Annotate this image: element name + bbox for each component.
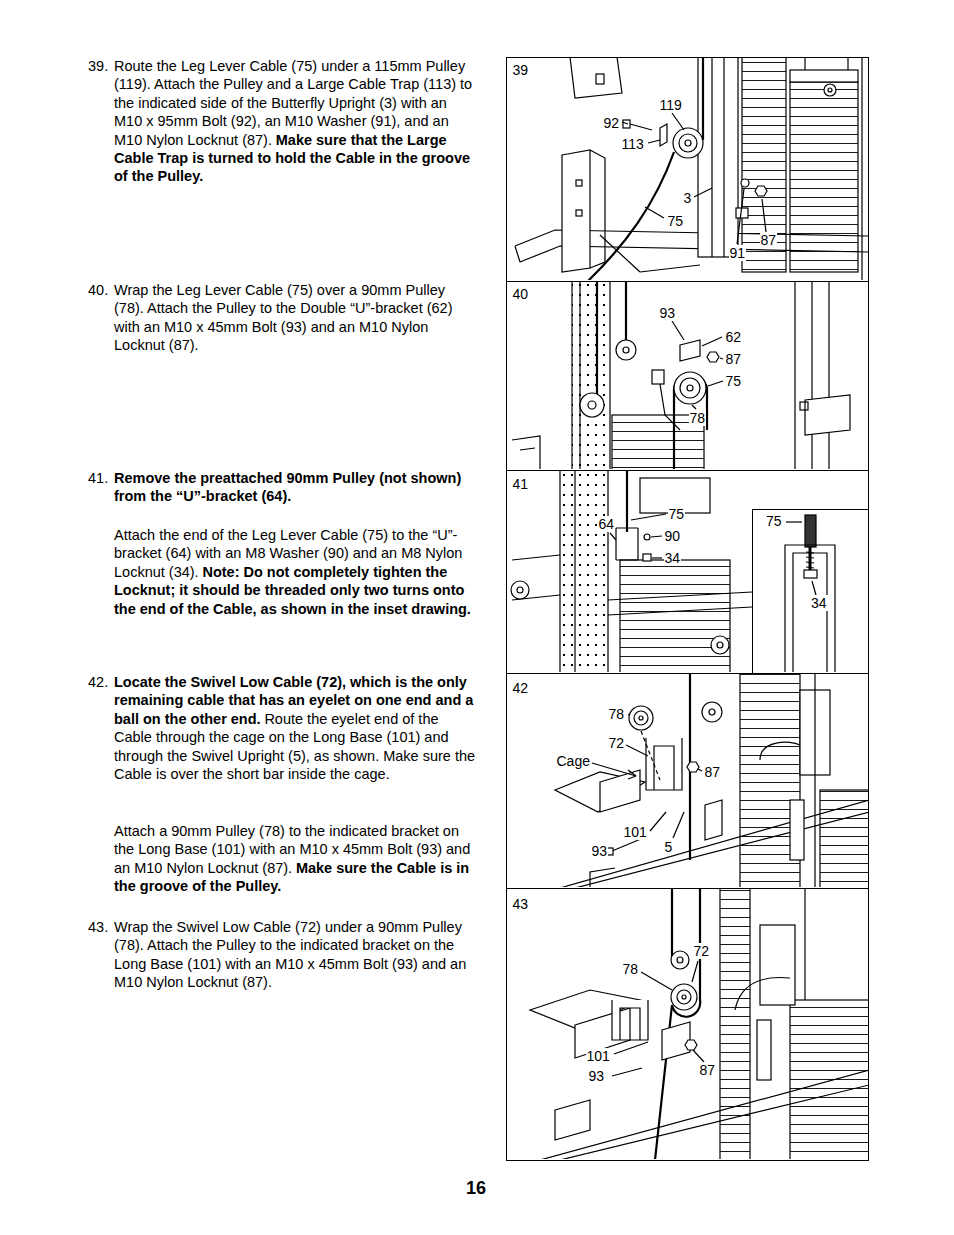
callout-number: 62 xyxy=(725,329,743,345)
callout-number: 101 xyxy=(586,1048,611,1064)
callout-number: 93 xyxy=(659,305,677,321)
callout-number: 3 xyxy=(683,190,693,206)
panel-number: 41 xyxy=(512,476,530,492)
callout-number: Cage xyxy=(556,753,591,769)
instruction-paragraph: Locate the Swivel Low Cable (72), which … xyxy=(114,673,476,783)
callout-number: 90 xyxy=(664,528,682,544)
illustration-panel: 40 93 62 87 75 78 xyxy=(506,281,869,471)
step-number: 40. xyxy=(88,281,108,299)
callout-number: 78 xyxy=(689,410,707,426)
callout-number: 113 xyxy=(621,136,645,152)
step-number: 43. xyxy=(88,918,108,936)
callout-number: 72 xyxy=(608,735,626,751)
callout-number: 75 xyxy=(725,373,743,389)
callout-number: 75 xyxy=(667,213,685,229)
callout-number: 101 xyxy=(623,824,648,840)
callout-number: 93 xyxy=(591,843,609,859)
callout-number: 87 xyxy=(704,764,722,780)
instruction-paragraph: Route the Leg Lever Cable (75) under a 1… xyxy=(114,57,476,186)
illustration-panel: 39 119 92113 3 75 91 87 xyxy=(506,57,869,282)
callout-number: 119 xyxy=(659,97,683,113)
callout-number: 87 xyxy=(760,232,778,248)
instruction-paragraph: Wrap the Leg Lever Cable (75) over a 90m… xyxy=(114,281,476,355)
callout-number: 34 xyxy=(664,550,682,566)
callout-number: 92 xyxy=(603,115,621,131)
panel-number: 43 xyxy=(512,896,530,912)
callout-number: 72 xyxy=(693,943,711,959)
callout-number: 75 xyxy=(765,513,783,529)
page-number: 16 xyxy=(466,1178,486,1198)
illustration-panel: 42 78 72Cage 87 101 93 5 xyxy=(506,673,869,889)
illustration-panel: 41 64 75 90 34 75 34 xyxy=(506,470,869,674)
callout-number: 34 xyxy=(810,595,828,611)
panel-number: 40 xyxy=(512,286,530,302)
callout-number: 93 xyxy=(588,1068,606,1084)
illustration-panel: 43 78 72 101 93 87 xyxy=(506,888,869,1161)
callout-number: 87 xyxy=(725,351,743,367)
callout-number: 91 xyxy=(729,245,747,261)
instruction-text: Wrap the Swivel Low Cable (72) under a 9… xyxy=(114,919,466,990)
callout-number: 5 xyxy=(664,839,674,855)
step-number: 42. xyxy=(88,673,108,691)
callout-number: 78 xyxy=(608,706,626,722)
instruction-paragraph: Remove the preattached 90mm Pulley (not … xyxy=(114,469,476,506)
callout-number: 64 xyxy=(598,516,616,532)
panel-number: 39 xyxy=(512,62,530,78)
callout-number: 78 xyxy=(622,961,640,977)
instruction-warning: Remove the preattached 90mm Pulley (not … xyxy=(114,470,461,504)
instruction-paragraph: Attach a 90mm Pulley (78) to the indicat… xyxy=(114,822,476,896)
inset-panel: 75 34 xyxy=(752,509,869,674)
instruction-paragraph: Wrap the Swivel Low Cable (72) under a 9… xyxy=(114,918,476,992)
callout-number: 75 xyxy=(668,506,686,522)
instruction-paragraph: Attach the end of the Leg Lever Cable (7… xyxy=(114,526,476,618)
instruction-text: Wrap the Leg Lever Cable (75) over a 90m… xyxy=(114,282,453,353)
step-number: 41. xyxy=(88,469,108,487)
panel-number: 42 xyxy=(512,680,530,696)
step-number: 39. xyxy=(88,57,108,75)
callout-number: 87 xyxy=(699,1062,717,1078)
